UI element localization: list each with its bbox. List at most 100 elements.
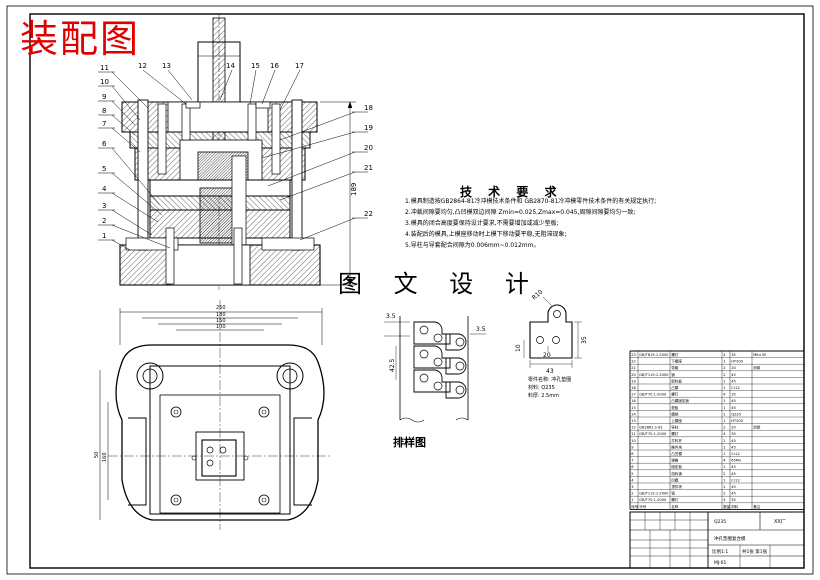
tb-company: XX厂: [774, 519, 786, 525]
bom-cell: M6×35: [753, 353, 766, 357]
part-note-thickness: 料厚: 2.5mm: [528, 393, 559, 399]
bom-cell: 18: [631, 386, 636, 390]
bom-cell: 垫板: [671, 405, 679, 410]
callout-10: 10: [100, 78, 109, 86]
dim-side-160: 160: [102, 452, 108, 462]
tb-scale: 比例1:1: [712, 548, 728, 555]
bom-cell: 20: [731, 426, 736, 430]
bom-cell: 35: [731, 393, 736, 397]
tech-requirement-2: 2.冲裁间隙要均匀,凸凹模双边间隙 Zmin=0.025,Zmax=0.045,…: [405, 209, 636, 216]
bom-header-cell: 数量: [723, 504, 731, 509]
bom-cell: 14: [631, 412, 636, 416]
tb-drawing-name: 冲孔垫圈复合模: [714, 535, 746, 542]
tb-material: Q235: [714, 519, 726, 525]
inner-frame: [29, 13, 805, 569]
bom-cell: 销: [671, 491, 675, 496]
title-block-text: Q235 XX厂 冲孔垫圈复合模 比例1:1 共1张 第1张 MJ-01: [712, 519, 786, 566]
callout-2: 2: [102, 217, 106, 225]
dim-150: 150: [216, 318, 226, 324]
bom-cell: Cr12: [731, 386, 740, 390]
dim-250: 250: [216, 305, 226, 311]
bom-cell: 1: [723, 452, 725, 456]
bom-cell: 螺钉: [671, 431, 679, 436]
height-dimension: 189: [350, 183, 358, 196]
bom-cell: 8: [631, 452, 634, 456]
strip-layout-label: 排样图: [393, 436, 426, 449]
bom-cell: 导柱: [671, 425, 679, 430]
bom-cell: 凸模: [671, 385, 679, 390]
part-note-name: 零件名称: 冲孔垫圈: [528, 377, 572, 383]
bom-cell: 1: [723, 439, 725, 443]
tech-requirement-3: 3.模具的闭合高度要保持设计要求,不需要增加或减少垫板;: [405, 220, 559, 227]
strip-dim-top: 3.5: [386, 313, 396, 320]
bom-cell: 打料杆: [671, 438, 682, 443]
guide-post-right: [291, 99, 303, 251]
bom-cell: 渗碳: [753, 365, 761, 370]
callout-21: 21: [364, 164, 373, 172]
callout-5: 5: [102, 165, 106, 173]
callout-8: 8: [102, 107, 106, 115]
bom-cell: 1: [723, 379, 725, 383]
bom-cell: 23: [631, 353, 636, 357]
bom-cell: 4: [723, 432, 726, 436]
bom-cell: 弹簧: [671, 458, 679, 463]
bom-header-cell: 材料: [731, 504, 739, 509]
bom-cell: 65Mn: [731, 459, 741, 463]
part-dims: 43 20 R10 35 10: [515, 288, 588, 375]
bom-header-cell: 代号: [639, 504, 647, 509]
callout-20: 20: [364, 144, 373, 152]
bom-cell: GB/T119.1-2000: [639, 373, 669, 377]
bom-cell: 1: [723, 445, 725, 449]
part-dim-35: 35: [581, 336, 588, 344]
dim-side-50: 50: [94, 452, 100, 458]
bom-cell: HT200: [731, 419, 743, 423]
bom-cell: 凹模: [671, 477, 679, 482]
bom-cell: 2: [631, 492, 633, 496]
bom-cell: 4: [723, 393, 726, 397]
bom-cell: GB/T70.1-2000: [639, 432, 667, 436]
callout-4: 4: [102, 185, 107, 193]
bom-cell: Cr12: [731, 452, 740, 456]
callout-13: 13: [162, 62, 171, 70]
bom-cell: 11: [631, 432, 636, 436]
bom-cell: 45: [731, 492, 736, 496]
bom-cell: 1: [723, 419, 725, 423]
bom-cell: 45: [731, 406, 736, 410]
bom-header-cell: 备注: [753, 504, 761, 509]
bom-cell: 1: [723, 399, 725, 403]
bom-cell: 销: [671, 372, 675, 377]
bom-cell: 20: [731, 366, 736, 370]
plan-dims: 250 180 150 100 50 160: [94, 305, 226, 462]
bom-cell: 4: [723, 498, 726, 502]
bom-cell: 22: [631, 360, 636, 364]
bom-cell: GB/T70.1-2000: [639, 498, 667, 502]
bom-cell: 推件块: [671, 444, 682, 449]
bom-cell: 1: [723, 386, 725, 390]
bom-cell: 上模座: [671, 418, 682, 423]
bom-cell: GB2861.1-81: [639, 426, 663, 430]
callout-22: 22: [364, 210, 373, 218]
bom-cell: 2: [723, 472, 725, 476]
bom-cell: 35: [731, 353, 736, 357]
bom-cell: 螺钉: [671, 497, 679, 502]
bom-cell: 45: [731, 439, 736, 443]
bom-cell: 1: [723, 465, 725, 469]
callout-7: 7: [102, 120, 106, 128]
bom-cell: 9: [631, 445, 634, 449]
bom-cell: 模柄: [671, 411, 679, 416]
bom-cell: 10: [631, 439, 636, 443]
bom-cell: 45: [731, 373, 736, 377]
section-callouts: 11 10 9 8 7 6 5 4 3 2 1 12 13 14 15 16 1…: [100, 62, 373, 240]
bom-cell: 1: [723, 406, 725, 410]
bom-cell: 卸料板: [671, 378, 682, 383]
callout-12: 12: [138, 62, 147, 70]
tech-requirement-1: 1.模具制造按GB2864-81冷冲模技术条件和 GB2870-81冷冲模零件技…: [405, 198, 657, 205]
bom-cell: 挡料销: [671, 471, 682, 476]
part-dim-43: 43: [546, 368, 554, 375]
bom-cell: 21: [631, 366, 636, 370]
bom-cell: 4: [631, 478, 634, 482]
dim-100: 100: [216, 324, 226, 330]
bom-cell: GB/T819.1-2000: [639, 353, 669, 357]
